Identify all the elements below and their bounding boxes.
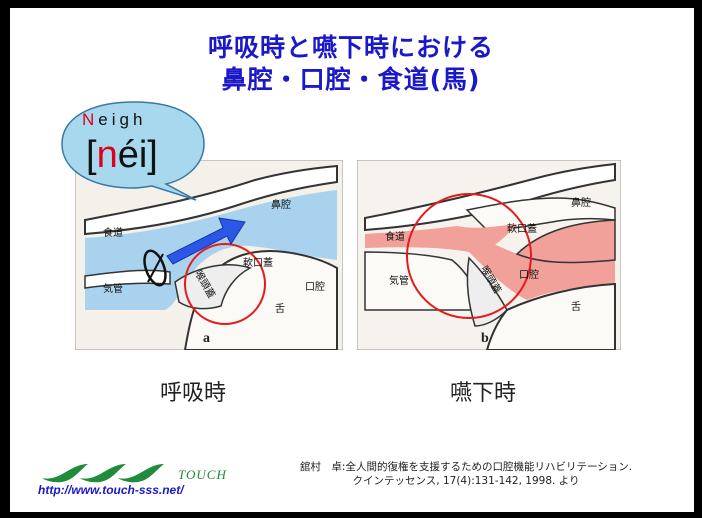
soft-palate-b [465, 197, 616, 231]
label-a-shita: 舌 [275, 303, 285, 315]
label-b-bikou: 鼻腔 [571, 196, 591, 209]
logo-swoosh-3 [118, 464, 164, 483]
label-b-shokudou: 食道 [385, 230, 405, 243]
callout-ipa: [néi] [86, 134, 158, 177]
oral-cavity-b [515, 219, 616, 264]
label-a-bikou: 鼻腔 [271, 198, 291, 211]
bolus-upper [457, 224, 517, 250]
epiglottis-b [466, 256, 508, 327]
callout-ipa-n: n [96, 134, 118, 176]
label-a-koukou: 口腔 [305, 280, 325, 293]
label-a-kikan: 気管 [103, 282, 123, 295]
panel-b-diagram: 鼻腔 食道 軟口蓋 気管 喉頭蓋 口腔 舌 b [357, 160, 621, 350]
site-url[interactable]: http://www.touch-sss.net/ [38, 483, 184, 497]
logo-swoosh-1 [42, 464, 88, 483]
epiglottis-shape [174, 264, 252, 310]
focus-circle-a [184, 243, 266, 325]
touch-logo-text: TOUCH [178, 467, 227, 482]
label-b-kikan: 気管 [389, 274, 409, 287]
callout-ipa-rest: éi] [117, 134, 158, 176]
label-b-koukou: 口腔 [519, 268, 539, 281]
label-b-shita: 舌 [571, 301, 581, 313]
caption-swallowing: 嚥下時 [450, 381, 517, 406]
label-a-nankougai: 軟口蓋 [243, 256, 273, 269]
speech-bubble [61, 101, 205, 201]
label-a-shokudou: 食道 [103, 226, 123, 239]
airflow-arrow [166, 217, 246, 265]
tongue-region-b [485, 282, 616, 350]
citation-line-1: 舘村 卓:全人間的復権を支援するための口腔機能リハビリテーション. [299, 461, 633, 473]
larynx-oval-line [147, 253, 164, 283]
callout-word-first: N [82, 110, 99, 129]
citation: 舘村 卓:全人間的復権を支援するための口腔機能リハビリテーション. クインテッセ… [256, 460, 676, 488]
larynx-oval [143, 249, 167, 287]
caption-breathing: 呼吸時 [160, 381, 227, 406]
callout-ipa-open: [ [86, 134, 97, 176]
citation-line-2: クインテッセンス, 17(4):131-142, 1998. より [352, 475, 580, 488]
nasal-roof [84, 164, 338, 236]
panel-a-diagram: 鼻腔 食道 軟口蓋 気管 喉頭蓋 口腔 舌 a [75, 160, 343, 350]
title-line-2: 鼻腔・口腔・食道(馬) [221, 65, 481, 94]
callout-word-rest: eigh [98, 110, 147, 129]
logo-swoosh-2 [80, 464, 126, 483]
speech-bubble-shape [61, 101, 205, 201]
callout-word: Neigh [82, 110, 146, 130]
panel-a-letter: a [203, 331, 210, 346]
touch-logo-icon [42, 464, 164, 483]
bolus-fill [365, 226, 615, 300]
label-b-nankougai: 軟口蓋 [507, 222, 537, 235]
title-line-1: 呼吸時と嚥下時における [207, 33, 494, 62]
focus-circle-b [406, 193, 532, 319]
panel-b-letter: b [481, 331, 489, 346]
